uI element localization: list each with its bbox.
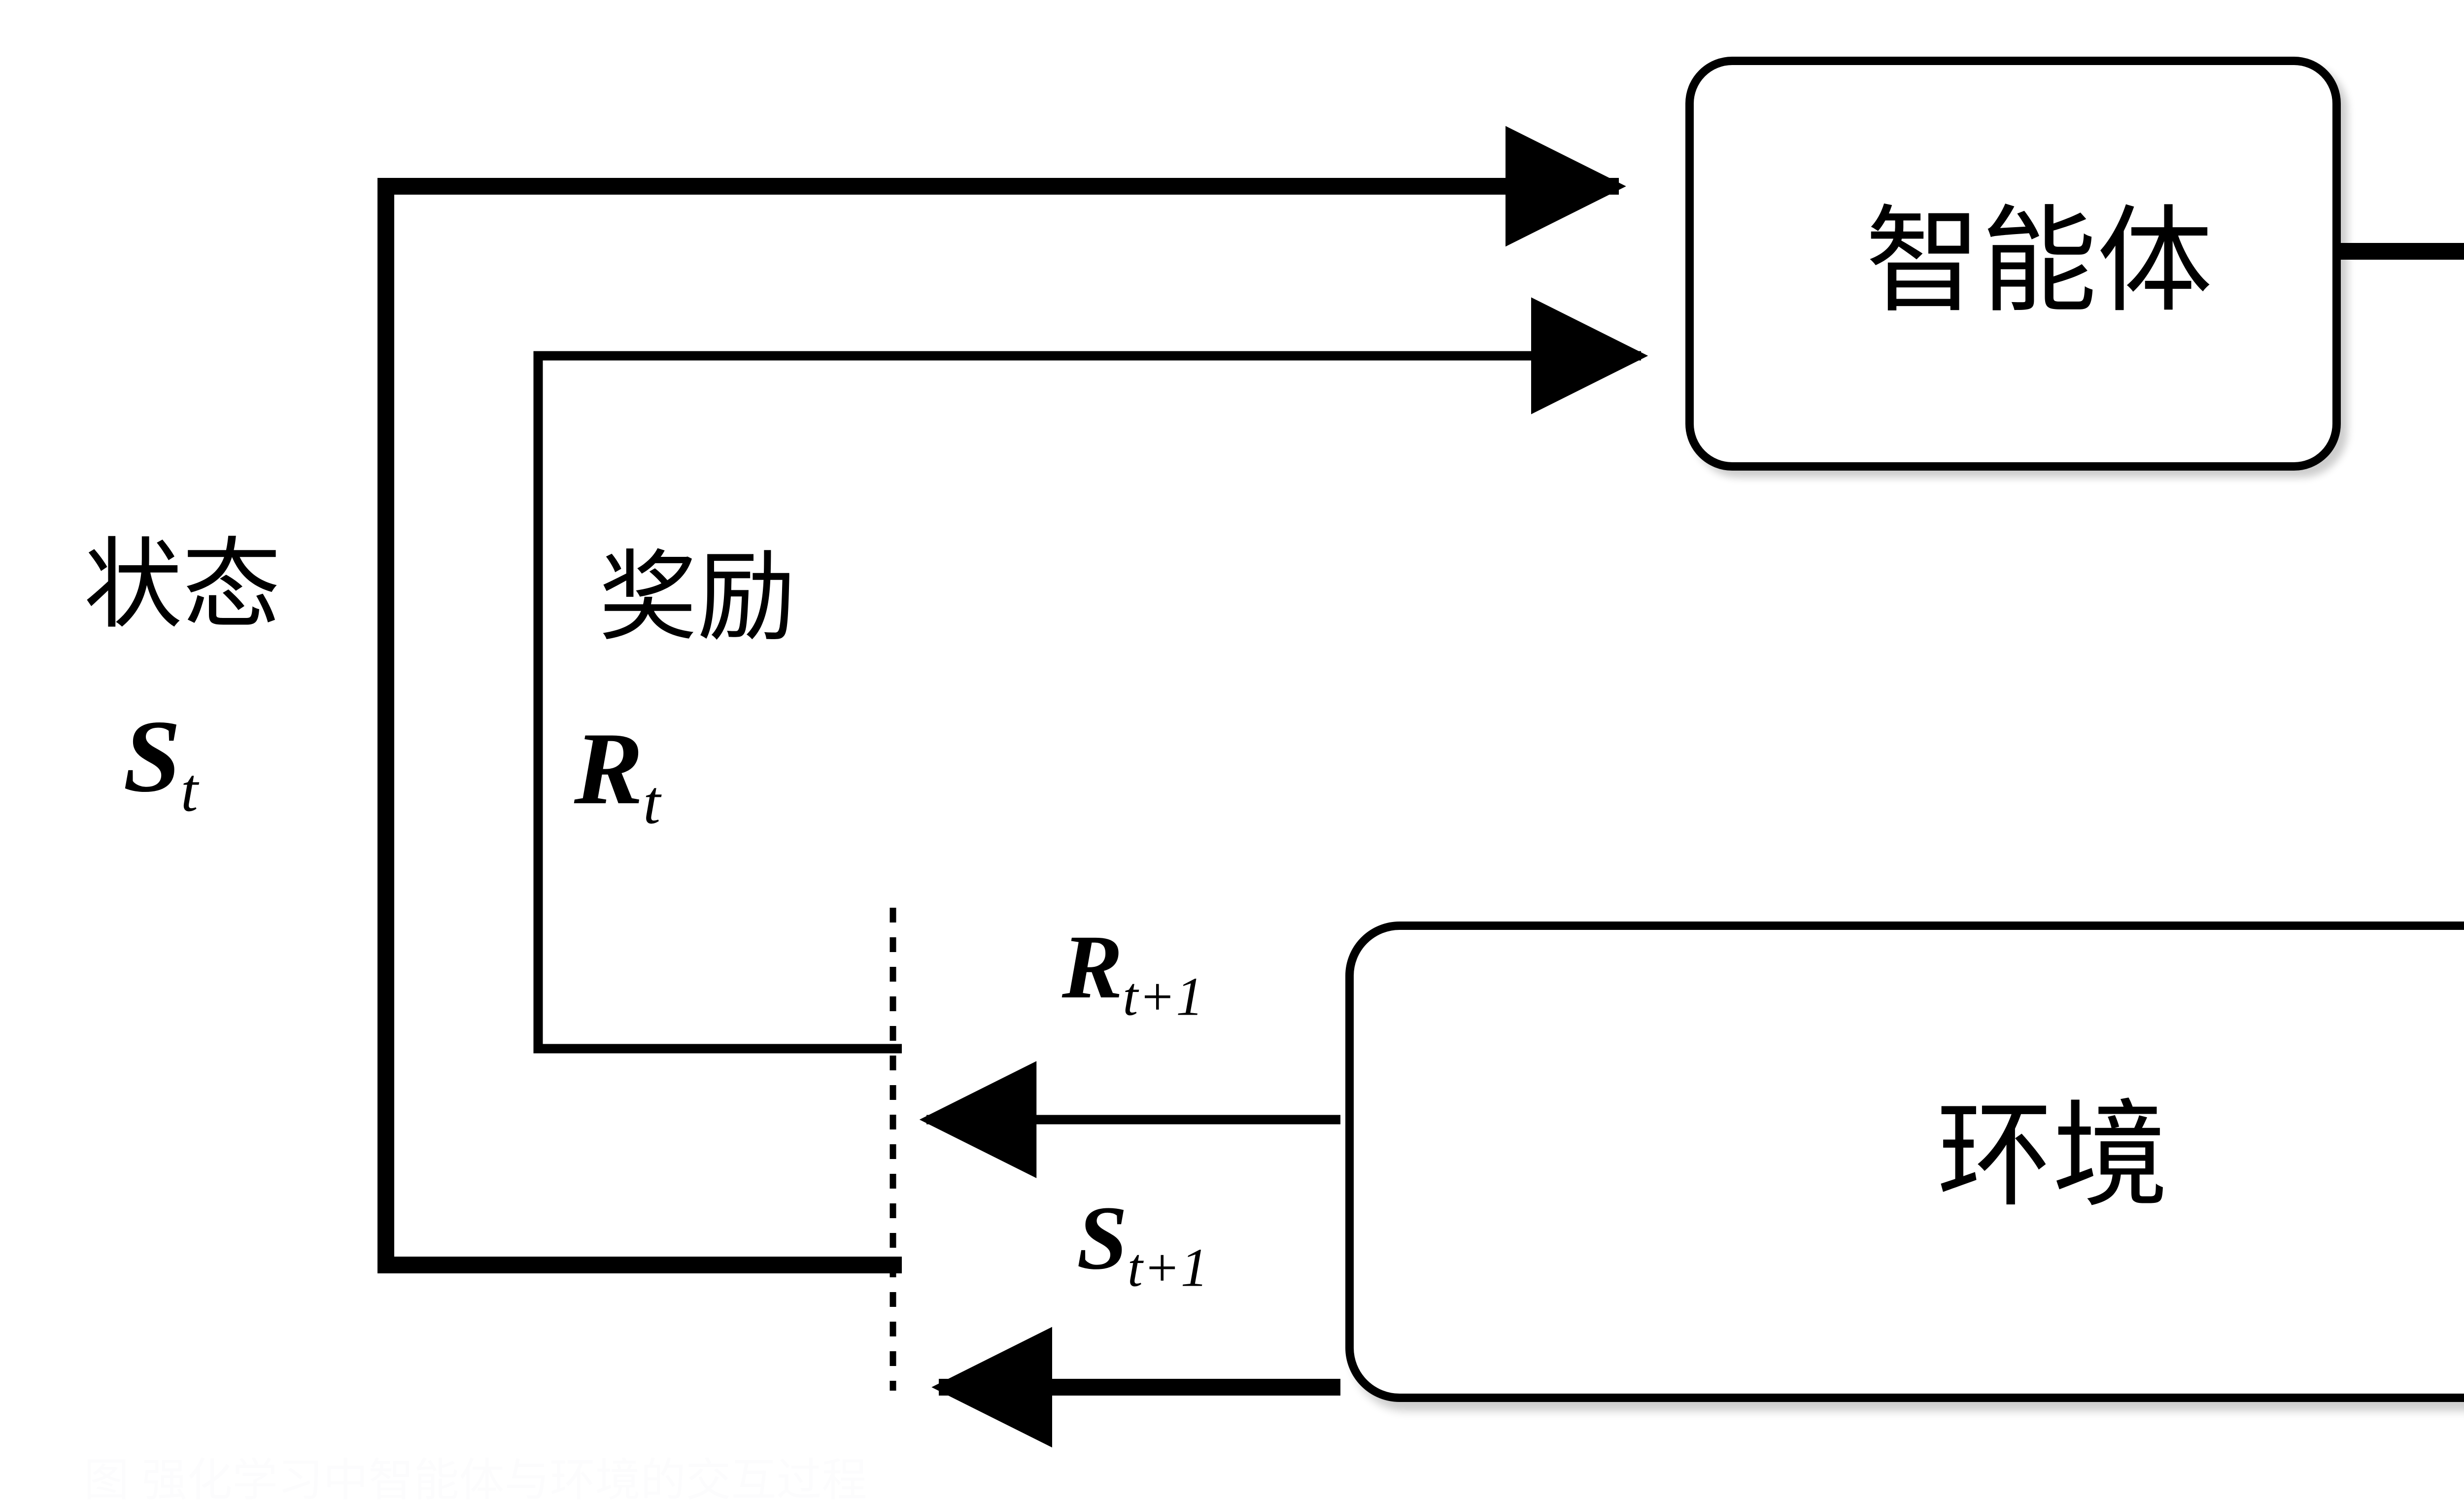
state-symbol-base: S bbox=[123, 699, 181, 814]
reward-feedback-path bbox=[533, 297, 1648, 1054]
state-symbol-subscript: t bbox=[180, 756, 199, 825]
state-symbol: St bbox=[123, 705, 199, 821]
reward-next-symbol-base: R bbox=[1062, 917, 1123, 1018]
state-next-symbol-base: S bbox=[1077, 1188, 1128, 1289]
agent-node-label: 智能体 bbox=[1865, 198, 2213, 326]
state-next-symbol: St+1 bbox=[1077, 1193, 1208, 1296]
environment-node-label: 环境 bbox=[1937, 1093, 2168, 1221]
reward-label: 奖励 bbox=[599, 544, 796, 653]
environment-node[interactable] bbox=[1345, 922, 2464, 1402]
reward-next-symbol: Rt+1 bbox=[1062, 922, 1204, 1025]
reward-symbol-subscript: t bbox=[643, 768, 661, 837]
agent-node[interactable] bbox=[1685, 57, 2341, 471]
state-next-symbol-subscript: t+1 bbox=[1127, 1237, 1209, 1298]
reward-next-symbol-subscript: t+1 bbox=[1123, 966, 1204, 1027]
figure-caption: 图 强化学习中智能体与环境的交互过程 bbox=[84, 1458, 867, 1503]
reward-symbol: Rt bbox=[574, 717, 661, 834]
state-feedback-path bbox=[377, 126, 1626, 1273]
reward-symbol-base: R bbox=[574, 712, 644, 826]
state-label: 状态 bbox=[84, 532, 281, 641]
